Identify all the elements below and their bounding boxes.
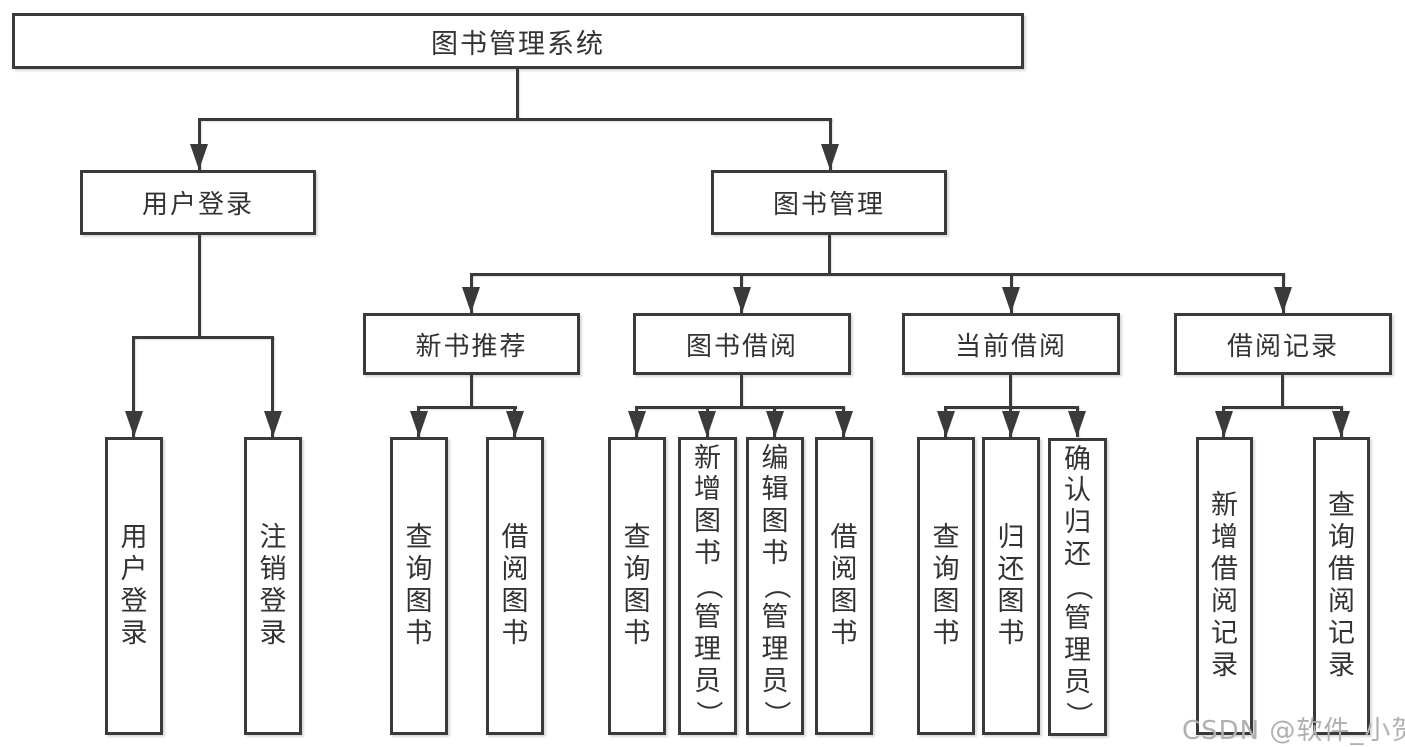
node-book-mgmt: 图书管理 (711, 170, 947, 235)
node-leaf-confirm-return-admin: 确认归还（管理员） (1048, 438, 1107, 736)
connector-bookmgmt-stub (828, 235, 831, 273)
arrow-down-icon (506, 411, 524, 437)
connector-newrec-stub (470, 375, 473, 406)
node-new-book-rec: 新书推荐 (363, 313, 580, 375)
connector-root-hline (198, 118, 832, 121)
node-leaf-logout-label: 注销登录 (259, 522, 287, 649)
arrow-down-icon (1332, 411, 1350, 437)
watermark-text: CSDN @软件_小贺同学 (1182, 716, 1405, 746)
node-leaf-query-book-newrec: 查询图书 (390, 437, 448, 735)
arrow-down-icon (1215, 411, 1233, 437)
node-current-borrow: 当前借阅 (902, 313, 1120, 375)
node-leaf-return-book: 归还图书 (982, 437, 1040, 735)
node-leaf-add-borrow-record: 新增借阅记录 (1196, 437, 1253, 735)
arrow-down-icon (1274, 287, 1292, 313)
connector-newrec-hline (417, 406, 517, 409)
arrow-down-icon (410, 411, 428, 437)
arrow-down-icon (835, 411, 853, 437)
node-leaf-query-book-borrow: 查询图书 (608, 437, 666, 735)
connector-borrow-hline (635, 406, 845, 409)
node-user-login-label: 用户登录 (141, 190, 254, 220)
connector-records-hline (1222, 406, 1343, 409)
arrow-down-icon (125, 411, 143, 437)
arrow-down-icon (821, 144, 839, 170)
arrow-down-icon (628, 411, 646, 437)
node-leaf-logout: 注销登录 (244, 437, 302, 735)
node-new-book-rec-label: 新书推荐 (415, 331, 528, 362)
node-book-borrow-label: 图书借阅 (685, 331, 798, 362)
node-leaf-query-book-current-label: 查询图书 (932, 522, 960, 649)
node-borrow-records: 借阅记录 (1174, 313, 1392, 375)
node-leaf-confirm-return-admin-label: 确认归还（管理员） (1062, 443, 1094, 728)
node-book-borrow: 图书借阅 (633, 313, 851, 375)
node-leaf-borrow-book-borrow-label: 借阅图书 (830, 522, 858, 649)
arrow-down-icon (190, 144, 208, 170)
node-leaf-borrow-book-borrow: 借阅图书 (815, 437, 873, 735)
arrow-down-icon (766, 411, 784, 437)
connector-userlogin-vline2 (271, 336, 274, 437)
node-leaf-query-book-borrow-label: 查询图书 (623, 522, 651, 649)
node-root: 图书管理系统 (12, 13, 1024, 69)
arrow-down-icon (733, 287, 751, 313)
node-root-label: 图书管理系统 (431, 28, 605, 60)
connector-userlogin-stub (198, 235, 201, 336)
node-leaf-add-book-admin-label: 新增图书（管理员） (692, 442, 724, 727)
node-book-mgmt-label: 图书管理 (772, 190, 885, 220)
node-leaf-return-book-label: 归还图书 (997, 522, 1025, 649)
connector-userlogin-vline1 (132, 336, 135, 437)
arrow-down-icon (1002, 287, 1020, 313)
node-leaf-edit-book-admin-label: 编辑图书（管理员） (759, 442, 791, 727)
node-user-login: 用户登录 (80, 170, 316, 235)
connector-current-stub (1009, 375, 1012, 406)
node-leaf-borrow-book-newrec-label: 借阅图书 (501, 522, 529, 649)
node-leaf-edit-book-admin: 编辑图书（管理员） (746, 437, 804, 735)
connector-borrow-stub (740, 375, 743, 406)
node-leaf-query-borrow-record-label: 查询借阅记录 (1328, 490, 1355, 681)
arrow-down-icon (698, 411, 716, 437)
node-leaf-query-book-newrec-label: 查询图书 (405, 522, 433, 649)
node-leaf-query-book-current: 查询图书 (917, 437, 975, 735)
node-borrow-records-label: 借阅记录 (1226, 331, 1339, 362)
node-leaf-add-borrow-record-label: 新增借阅记录 (1211, 490, 1238, 681)
node-leaf-query-borrow-record: 查询借阅记录 (1313, 437, 1370, 735)
node-leaf-borrow-book-newrec: 借阅图书 (486, 437, 544, 735)
arrow-down-icon (1002, 411, 1020, 437)
node-current-borrow-label: 当前借阅 (954, 331, 1067, 362)
arrow-down-icon (1068, 411, 1086, 437)
connector-records-stub (1281, 375, 1284, 406)
node-leaf-add-book-admin: 新增图书（管理员） (678, 437, 737, 735)
arrow-down-icon (462, 287, 480, 313)
connector-bookmgmt-hline (470, 273, 1285, 276)
arrow-down-icon (937, 411, 955, 437)
node-leaf-user-login-label: 用户登录 (120, 522, 148, 649)
connector-userlogin-hline (132, 336, 274, 339)
arrow-down-icon (264, 411, 282, 437)
node-leaf-user-login: 用户登录 (105, 437, 163, 735)
connector-root-stub (516, 69, 519, 118)
